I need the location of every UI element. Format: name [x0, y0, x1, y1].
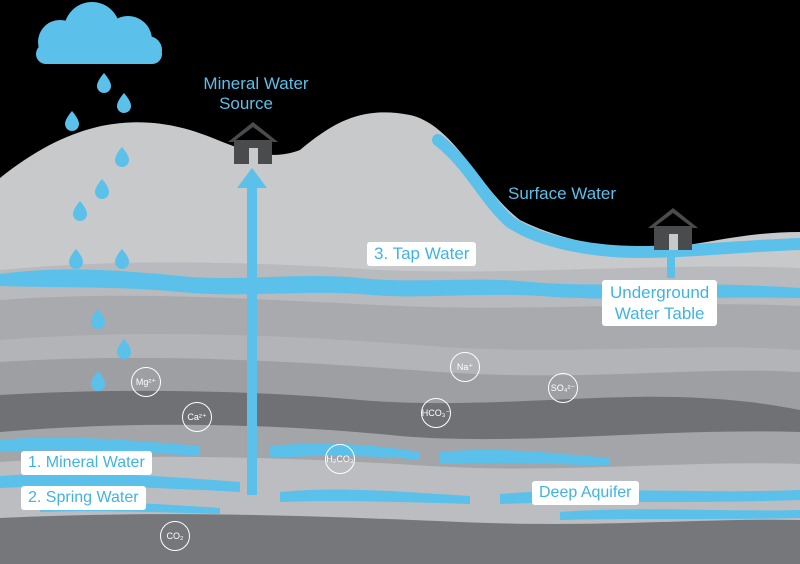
raindrop: [73, 201, 87, 221]
house-icon: [228, 122, 278, 164]
surface-water-stream: [432, 134, 800, 259]
surface-water-label: Surface Water: [508, 184, 617, 203]
ion-na: Na⁺: [450, 352, 480, 382]
tap-water-layer: [0, 269, 800, 299]
ion-ca: Ca²⁺: [182, 402, 212, 432]
mineral-source-line-2: Source: [219, 94, 273, 113]
raindrop: [97, 73, 111, 93]
raindrop: [65, 111, 79, 131]
ion-so4: SO₄²⁻: [548, 373, 578, 403]
raindrop: [91, 309, 105, 329]
deep-aquifer-label: Deep Aquifer: [532, 481, 639, 505]
ion-hco3: HCO₃⁻: [421, 398, 451, 428]
underground-line-2: Water Table: [614, 304, 705, 323]
ion-mg: Mg²⁺: [131, 367, 161, 397]
raindrop: [117, 339, 131, 359]
house-icon: [648, 208, 698, 250]
tap-water-label: 3. Tap Water: [367, 242, 477, 266]
spring-water-label: 2. Spring Water: [21, 486, 146, 510]
raindrop: [91, 371, 105, 391]
raindrop: [115, 249, 129, 269]
rain-cloud-icon: [36, 2, 162, 64]
ion-co2: CO₂: [160, 521, 190, 551]
ion-h2co3: H₂CO₃: [325, 444, 355, 474]
source-pipe-arrow: [237, 168, 267, 188]
mineral-source-label: Mineral Water Source: [186, 74, 326, 114]
underground-label: Underground Water Table: [602, 280, 718, 326]
raindrop: [69, 249, 83, 269]
raindrop: [95, 179, 109, 199]
underground-pipe: [667, 248, 675, 278]
source-pipe: [247, 185, 257, 495]
layer-band-bottom: [0, 514, 800, 564]
raindrop: [117, 93, 131, 113]
raindrops: [65, 73, 131, 391]
underground-line-1: Underground: [610, 283, 710, 302]
raindrop: [115, 147, 129, 167]
mineral-source-line-1: Mineral Water: [203, 74, 309, 93]
mineral-water-label: 1. Mineral Water: [21, 451, 152, 475]
